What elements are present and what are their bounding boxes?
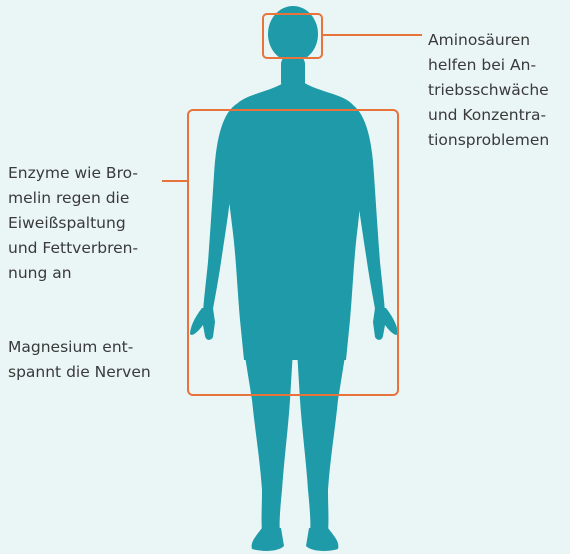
left-hand-shape <box>190 308 215 340</box>
human-body-silhouette-icon <box>190 6 398 551</box>
left-foot-shape <box>252 528 284 551</box>
right-hand-shape <box>373 308 398 340</box>
annotation-amino-acids: Aminosäuren helfen bei An- triebsschwäch… <box>428 28 570 153</box>
right-foot-shape <box>306 528 338 551</box>
right-leg-shape <box>297 350 346 532</box>
annotation-enzymes: Enzyme wie Bro- melin regen die Eiweißsp… <box>8 161 158 286</box>
annotation-magnesium: Magnesium ent- spannt die Nerven <box>8 335 168 385</box>
left-leg-shape <box>244 350 293 532</box>
torso-shape <box>225 82 363 360</box>
